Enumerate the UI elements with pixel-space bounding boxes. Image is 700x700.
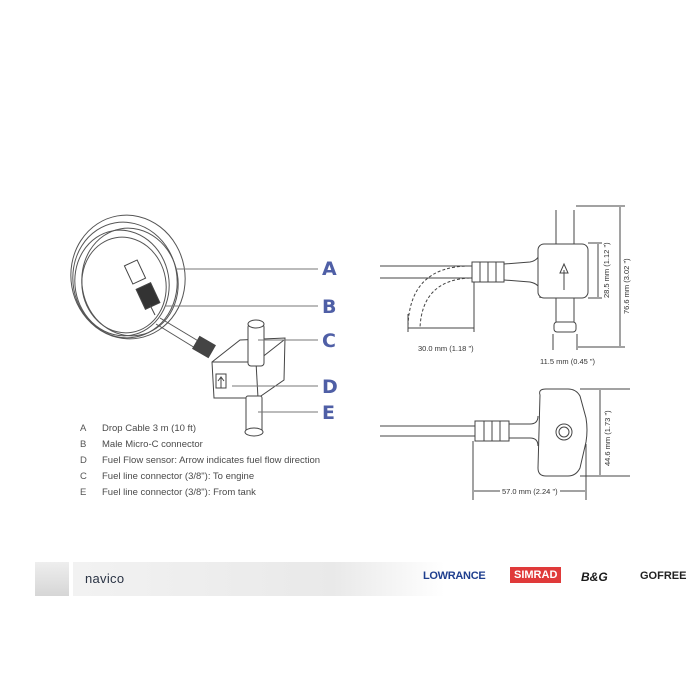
callout-e: E bbox=[322, 402, 335, 424]
leader-lines bbox=[165, 268, 318, 413]
micro-c-connector bbox=[123, 259, 161, 316]
legend-key: A bbox=[80, 423, 87, 434]
legend-text: Fuel Flow sensor: Arrow indicates fuel f… bbox=[102, 455, 321, 466]
dim-body-width: 44.6 mm (1.73 ") bbox=[603, 410, 612, 466]
coiled-drop-cable bbox=[70, 214, 186, 340]
legend-key: E bbox=[80, 487, 87, 498]
dim-overall-length: 57.0 mm (2.24 ") bbox=[500, 487, 560, 496]
legend-text: Fuel line connector (3/8"): To engine bbox=[102, 471, 255, 482]
side-view bbox=[380, 205, 625, 350]
footer-bar: navico bbox=[73, 562, 445, 596]
dim-port-diameter: 11.5 mm (0.45 ") bbox=[540, 357, 596, 366]
lowrance-logo: LOWRANCE bbox=[423, 570, 486, 582]
parts-legend: A Drop Cable 3 m (10 ft) B Male Micro-C co… bbox=[80, 421, 320, 501]
top-view bbox=[380, 388, 630, 500]
dim-body-height: 28.5 mm (1.12 ") bbox=[602, 242, 611, 298]
legend-key: C bbox=[80, 471, 87, 482]
legend-key: B bbox=[80, 439, 87, 450]
callout-c: C bbox=[322, 330, 336, 352]
legend-row: C Fuel line connector (3/8"): To engine bbox=[80, 469, 320, 485]
fuel-line-connectors bbox=[244, 319, 265, 437]
legend-key: D bbox=[80, 455, 87, 466]
legend-text: Fuel line connector (3/8"): From tank bbox=[102, 487, 256, 498]
brand-footer: navico bbox=[35, 562, 700, 596]
callout-d: D bbox=[322, 376, 338, 398]
gofree-logo: GOFREE bbox=[640, 570, 687, 582]
legend-text: Male Micro-C connector bbox=[102, 439, 203, 450]
callout-a: A bbox=[322, 258, 337, 280]
callout-b: B bbox=[322, 296, 337, 318]
legend-row: B Male Micro-C connector bbox=[80, 437, 320, 453]
footer-block bbox=[35, 562, 69, 596]
dim-bend-radius: 30.0 mm (1.18 ") bbox=[418, 344, 474, 353]
dim-overall-height: 76.6 mm (3.02 ") bbox=[622, 258, 631, 314]
legend-row: E Fuel line connector (3/8"): From tank bbox=[80, 485, 320, 501]
bg-logo: B&G bbox=[581, 570, 608, 584]
simrad-logo: SIMRAD bbox=[510, 567, 562, 583]
legend-row: A Drop Cable 3 m (10 ft) bbox=[80, 421, 320, 437]
legend-row: D Fuel Flow sensor: Arrow indicates fuel … bbox=[80, 453, 320, 469]
legend-text: Drop Cable 3 m (10 ft) bbox=[102, 423, 196, 434]
navico-logo: navico bbox=[85, 571, 125, 586]
